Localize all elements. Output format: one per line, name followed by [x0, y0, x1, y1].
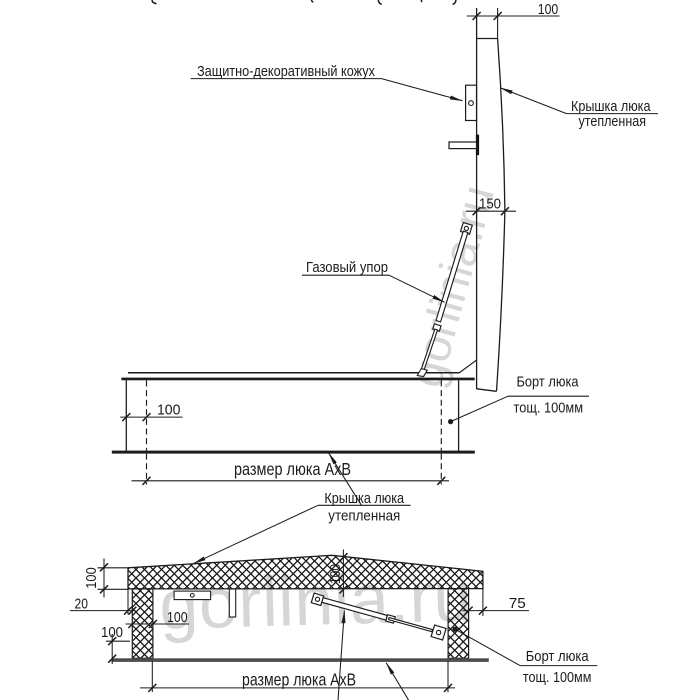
svg-text:Крышка люка: Крышка люка — [571, 98, 651, 115]
svg-text:75: 75 — [509, 596, 526, 612]
svg-text:Защитно-декоративный кожух: Защитно-декоративный кожух — [197, 63, 375, 80]
svg-text:150: 150 — [479, 197, 501, 213]
svg-text:100: 100 — [538, 2, 559, 18]
svg-text:Крышка люка: Крышка люка — [324, 490, 404, 507]
svg-text:100: 100 — [328, 564, 344, 584]
svg-text:100: 100 — [167, 610, 188, 626]
svg-text:Борт люка: Борт люка — [526, 648, 589, 665]
svg-text:100: 100 — [84, 567, 100, 589]
svg-text:100: 100 — [157, 402, 181, 418]
svg-text:Борт люка: Борт люка — [517, 373, 579, 390]
svg-text:размер люка АхВ: размер люка АхВ — [234, 459, 351, 479]
svg-text:тощ. 100мм: тощ. 100мм — [514, 399, 584, 416]
svg-text:100: 100 — [101, 625, 123, 641]
svg-text:20: 20 — [75, 596, 88, 612]
svg-text:Газовый упор: Газовый упор — [306, 259, 388, 276]
svg-text:тощ. 100мм: тощ. 100мм — [523, 669, 592, 686]
svg-text:утепленная: утепленная — [579, 113, 647, 130]
svg-text:утепленная: утепленная — [328, 507, 400, 524]
svg-text:размер люка АхВ: размер люка АхВ — [242, 670, 356, 690]
